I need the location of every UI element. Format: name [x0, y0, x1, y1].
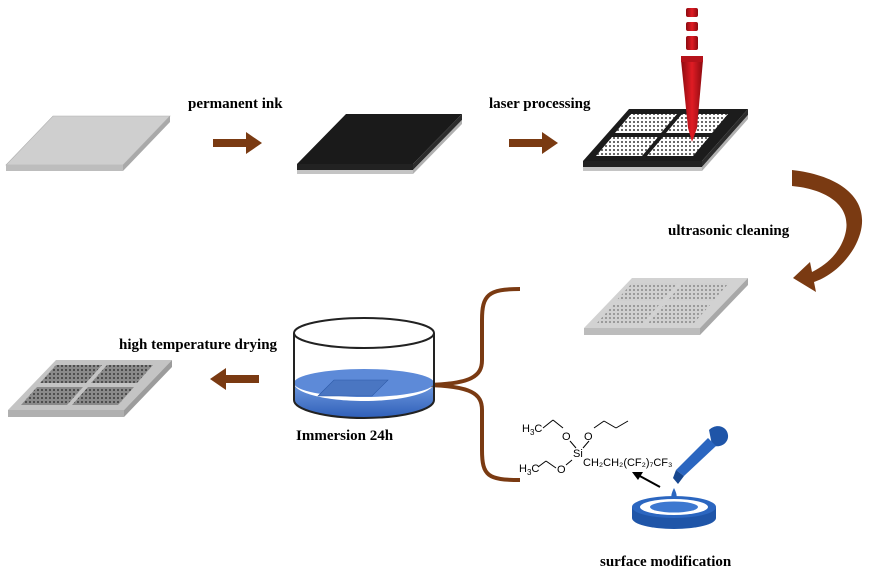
silicon-atom: Si: [573, 448, 583, 460]
laser-processed-plate: [583, 109, 748, 171]
immersion-label: Immersion 24h: [296, 428, 394, 444]
arrow-laser: [509, 132, 558, 154]
plain-plate: [5, 115, 171, 171]
fluoro-chain: CH₂CH₂(CF₂)₇CF₃: [583, 457, 673, 469]
surface-modification-label: surface modification: [600, 554, 732, 570]
curly-brace: [425, 287, 521, 482]
arrow-drying: [210, 368, 259, 390]
dropper-icon: [671, 426, 729, 500]
permanent-ink-label: permanent ink: [188, 96, 283, 112]
laser-beam: [681, 8, 703, 142]
methyl-bottom: H3C: [519, 463, 539, 477]
oxygen-top-right: O: [584, 431, 593, 443]
arrow-modification: [632, 472, 661, 488]
oxygen-bottom: O: [557, 464, 566, 476]
arrow-ink: [213, 132, 262, 154]
ultrasonic-cleaning-label: ultrasonic cleaning: [668, 223, 790, 239]
silane-molecule: H3C O Si O O H3C CH₂CH₂(CF₂)₇CF₃: [519, 419, 673, 477]
arrow-ultrasonic: [792, 170, 863, 292]
final-plate: [8, 360, 172, 417]
dish-icon: [632, 496, 716, 529]
methyl-top: H3C: [522, 423, 542, 437]
oxygen-top-left: O: [562, 431, 571, 443]
immersion-beaker: [293, 317, 435, 420]
ink-coated-plate: [297, 114, 462, 174]
cleaned-plate: [584, 278, 748, 335]
laser-processing-label: laser processing: [489, 96, 591, 112]
high-temperature-drying-label: high temperature drying: [119, 337, 278, 353]
